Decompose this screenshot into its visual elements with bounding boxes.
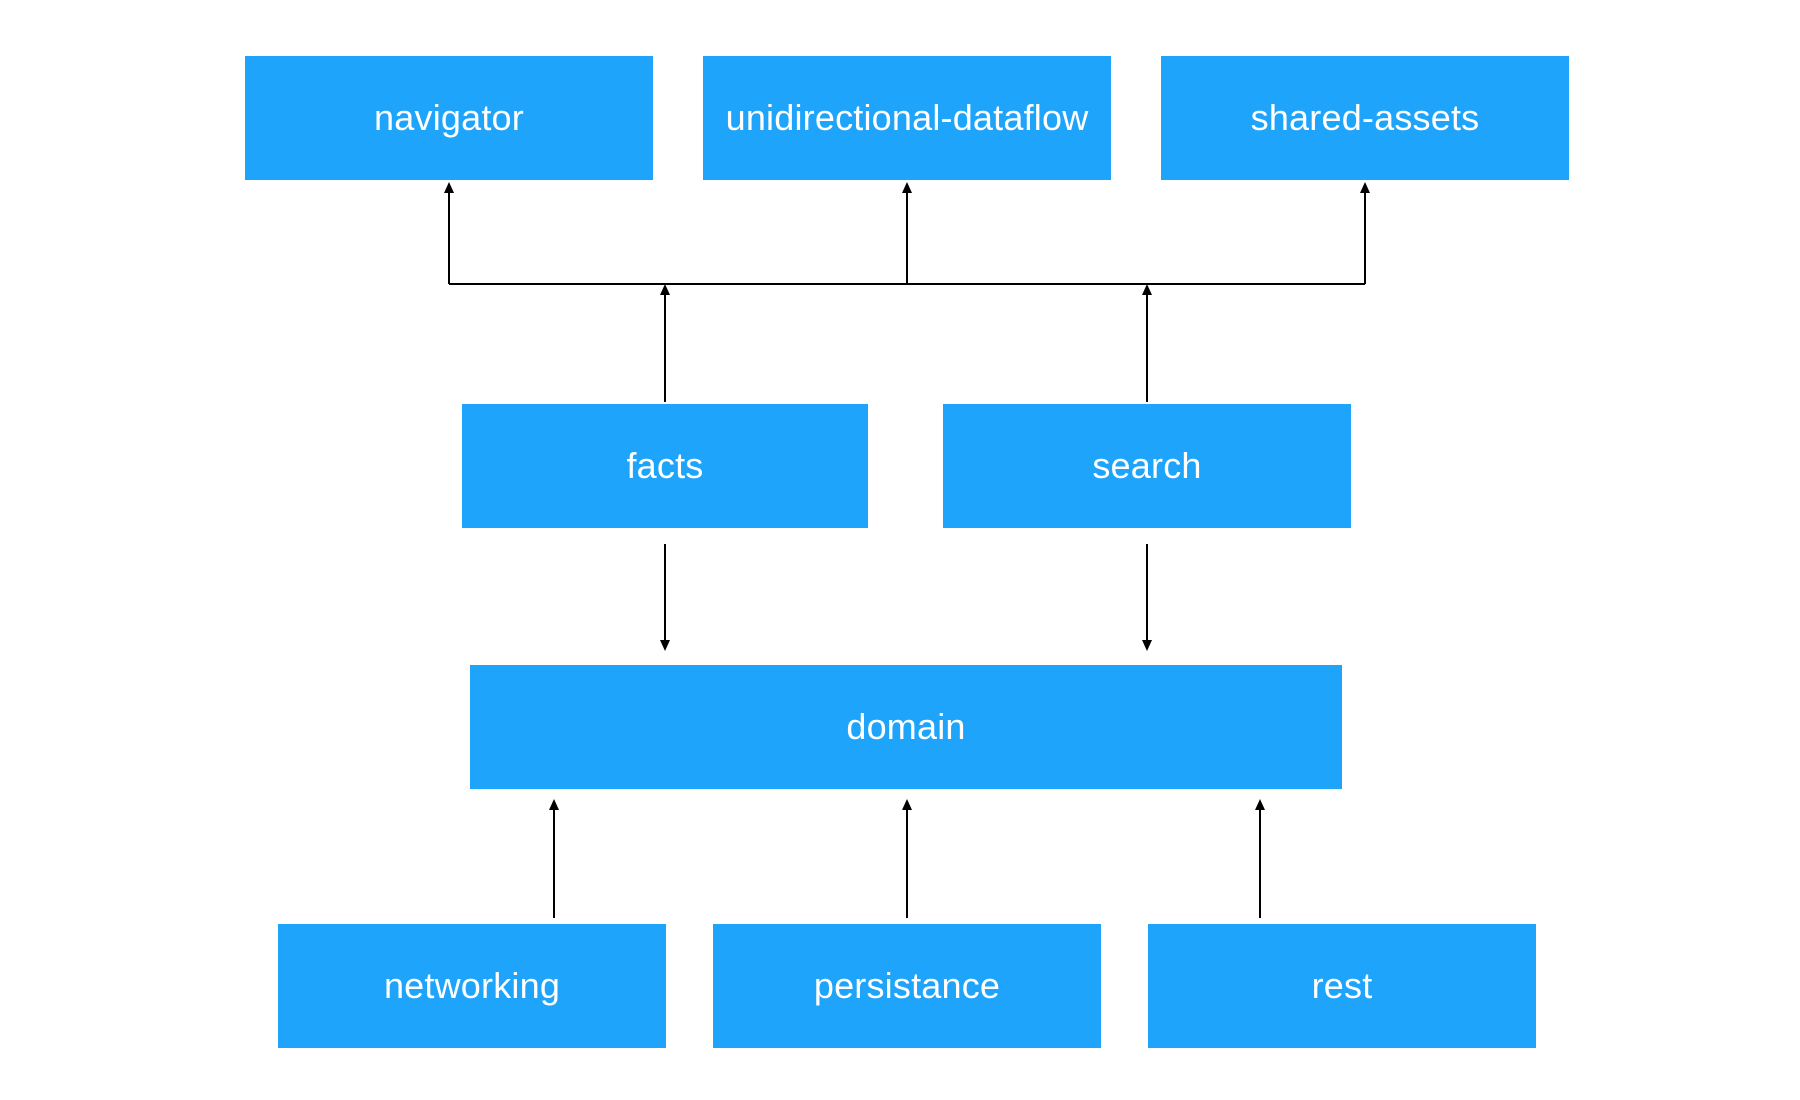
arrowhead-rest-domain — [1255, 799, 1265, 810]
arrowhead-shared-assets — [1360, 182, 1370, 193]
node-facts: facts — [462, 404, 868, 528]
node-label: rest — [1311, 965, 1373, 1006]
node-label: navigator — [374, 97, 524, 138]
node-label: facts — [626, 445, 704, 486]
node-label: search — [1092, 445, 1202, 486]
node-label: domain — [846, 706, 966, 747]
arrowhead-unidirectional-dataflow — [902, 182, 912, 193]
arrowhead-networking-domain — [549, 799, 559, 810]
node-rest: rest — [1148, 924, 1536, 1048]
arrowhead-navigator — [444, 182, 454, 193]
node-networking: networking — [278, 924, 666, 1048]
arrowhead-facts-bus — [660, 284, 670, 295]
node-label: shared-assets — [1250, 97, 1480, 138]
node-label: persistance — [813, 965, 1001, 1006]
node-label: unidirectional-dataflow — [725, 97, 1089, 138]
arrowhead-facts-domain — [660, 640, 670, 651]
node-search: search — [943, 404, 1351, 528]
node-label: networking — [383, 965, 561, 1006]
node-persistance: persistance — [713, 924, 1101, 1048]
arrowhead-search-bus — [1142, 284, 1152, 295]
node-navigator: navigator — [245, 56, 653, 180]
node-shared-assets: shared-assets — [1161, 56, 1569, 180]
arrowhead-search-domain — [1142, 640, 1152, 651]
node-unidirectional-dataflow: unidirectional-dataflow — [703, 56, 1111, 180]
arrowhead-persistance-domain — [902, 799, 912, 810]
node-domain: domain — [470, 665, 1342, 789]
